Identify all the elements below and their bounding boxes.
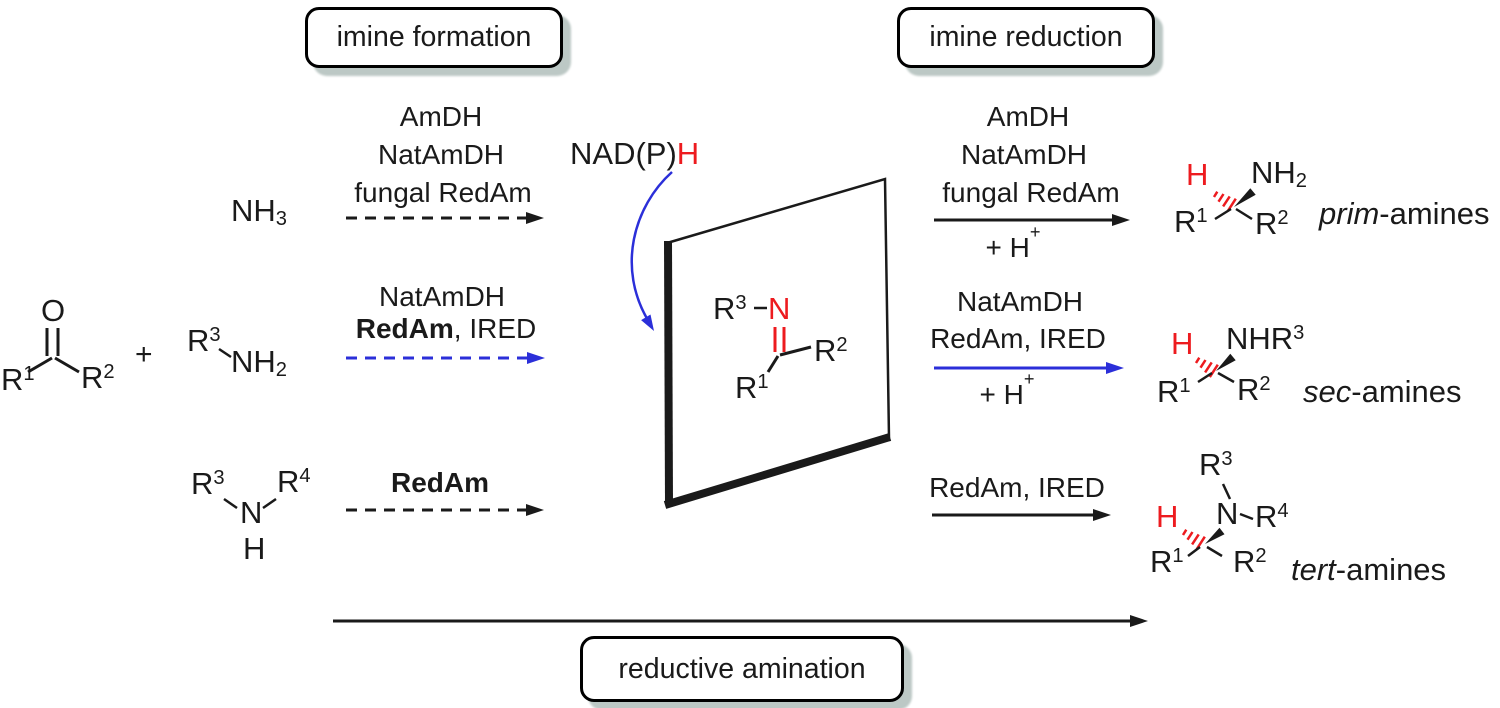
imine-reduction-label: imine reduction <box>929 21 1123 53</box>
nadph-h: H <box>676 136 700 171</box>
ketone-r1-label: R1 <box>1 362 35 397</box>
ketone-r2-label: R2 <box>81 360 115 395</box>
mirror-plane <box>663 177 892 509</box>
bold-wedge-n <box>1205 527 1225 544</box>
imine-r1-label: R1 <box>735 370 769 405</box>
sec-amines-label: sec-amines <box>1303 374 1462 409</box>
imine-formation-label: imine formation <box>336 21 532 53</box>
sec-amine-r3-label: R3 <box>191 466 225 501</box>
ketone-bonds <box>27 328 80 374</box>
imine-r2-label: R2 <box>814 333 848 368</box>
nadph-curved-arrow <box>630 171 673 331</box>
primary-amine-bond <box>218 347 232 359</box>
ammonia-label: NH3 <box>231 193 287 231</box>
tert-amines-label: tert-amines <box>1291 552 1447 587</box>
plane-thin-edges <box>666 177 891 439</box>
bold-wedge-nhr3 <box>1216 353 1236 371</box>
plane-bottom-thick-edge <box>663 433 892 509</box>
bold-wedge-nh2 <box>1234 188 1256 207</box>
prim-amines-label: prim-amines <box>1319 196 1490 231</box>
dashed-arrow-tert <box>346 504 544 516</box>
reduction-enzyme-natamdh: NatAmDH <box>960 139 1088 170</box>
amine-nh2-label: NH2 <box>231 344 287 382</box>
reductive-amination-arrow <box>333 615 1148 627</box>
formation-row2-redam-ired: RedAm, IRED <box>355 313 537 344</box>
tert-r2-label: R2 <box>1233 544 1267 579</box>
dashed-arrow-sec <box>346 352 545 364</box>
plus-sign: + <box>135 338 153 371</box>
prim-nh2-label: NH2 <box>1251 155 1307 193</box>
imine-reduction-box: imine reduction <box>897 7 1155 68</box>
plane-left-thick-edge <box>664 240 673 506</box>
reduction-row1-proton: + H+ <box>985 221 1041 263</box>
tert-n-label: N <box>1216 496 1239 531</box>
formation-enzyme-amdh: AmDH <box>399 101 483 132</box>
sec-nhr3-label: NHR3 <box>1226 321 1305 356</box>
imine-r3-label: R3 <box>713 291 747 326</box>
formation-row2-natamdh: NatAmDH <box>378 281 506 312</box>
prim-r1-label: R1 <box>1174 204 1208 239</box>
solid-arrow-prim <box>934 214 1130 226</box>
c-r1-bond <box>766 355 780 373</box>
plain-bonds <box>1197 371 1235 384</box>
prim-r2-label: R2 <box>1255 206 1289 241</box>
sec-amine-h-label: H <box>243 531 266 566</box>
sec-amine-r4-label: R4 <box>277 464 311 499</box>
c-r2-bond <box>779 345 812 357</box>
reduction-enzyme-amdh: AmDH <box>986 101 1070 132</box>
hashed-wedge-h <box>1212 191 1237 212</box>
prim-product-bonds <box>1212 188 1256 221</box>
plain-bonds <box>1187 483 1254 558</box>
sec-amine-n-label: N <box>240 495 263 530</box>
solid-arrow-tert <box>932 509 1111 521</box>
tert-r3-label: R3 <box>1199 447 1233 482</box>
reduction-enzyme-fungal-redam: fungal RedAm <box>942 177 1120 208</box>
tert-r4-label: R4 <box>1255 499 1289 534</box>
ketone-r-bonds <box>27 356 80 374</box>
formation-enzyme-natamdh: NatAmDH <box>377 139 505 170</box>
formation-enzyme-fungal-redam: fungal RedAm <box>354 177 532 208</box>
sec-h-label: H <box>1171 326 1194 361</box>
formation-row3-redam: RedAm <box>390 467 490 498</box>
hashed-wedge-h <box>1194 357 1219 378</box>
sec-r2-label: R2 <box>1237 372 1271 407</box>
secondary-amine-bonds <box>223 497 277 510</box>
tert-r1-label: R1 <box>1150 544 1184 579</box>
tert-h-label: H <box>1156 499 1179 534</box>
dashed-arrow-nh3 <box>346 212 544 224</box>
tert-product-bonds <box>1181 483 1254 558</box>
sec-product-bonds <box>1194 353 1236 384</box>
sec-r1-label: R1 <box>1157 374 1191 409</box>
hashed-wedge-h <box>1181 529 1206 550</box>
imine-bonds <box>754 306 812 373</box>
amine-r3-label: R3 <box>187 323 221 358</box>
reduction-row2-natamdh: NatAmDH <box>956 286 1084 317</box>
reduction-row2-proton: + H+ <box>979 368 1035 410</box>
imine-formation-box: imine formation <box>305 7 563 68</box>
c-n-double-bond <box>773 327 786 352</box>
carbonyl-double-bond <box>45 328 60 356</box>
ketone-o-label: O <box>41 293 66 328</box>
reduction-row3-redam-ired: RedAm, IRED <box>929 472 1105 503</box>
reductive-amination-label: reductive amination <box>618 652 866 685</box>
reduction-row2-redam-ired: RedAm, IRED <box>930 323 1106 354</box>
solid-arrow-sec <box>934 362 1124 374</box>
nadph-label: NAD(P)H <box>570 136 700 171</box>
imine-n-label: N <box>768 291 791 326</box>
prim-h-label: H <box>1186 157 1209 192</box>
plain-bonds <box>1214 207 1253 221</box>
reductive-amination-box: reductive amination <box>580 636 904 702</box>
